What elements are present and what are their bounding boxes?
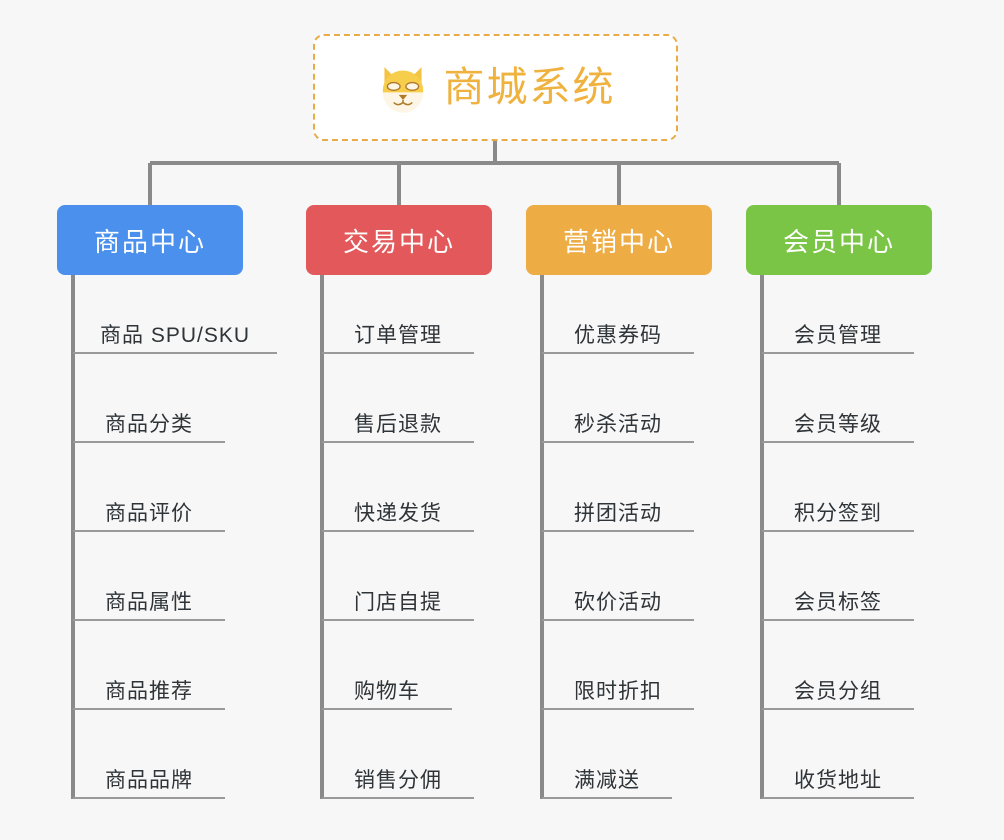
leaf-item-label: 商品 SPU/SKU bbox=[99, 324, 251, 347]
category-header-product-center[interactable]: 商品中心 bbox=[57, 205, 243, 275]
leaf-item-label: 快递发货 bbox=[354, 502, 442, 525]
leaf-item-label: 会员分组 bbox=[794, 680, 882, 703]
leaf-item[interactable]: 会员管理 bbox=[762, 310, 914, 354]
leaf-item-label: 售后退款 bbox=[354, 413, 442, 436]
leaf-item-label: 门店自提 bbox=[354, 591, 442, 614]
category-header-marketing-center[interactable]: 营销中心 bbox=[526, 205, 712, 275]
leaf-item-label: 会员等级 bbox=[794, 413, 882, 436]
leaf-item-label: 砍价活动 bbox=[574, 591, 662, 614]
shiba-dog-face-icon bbox=[382, 66, 423, 113]
category-header-label: 商品中心 bbox=[93, 226, 206, 257]
leaf-item-label: 限时折扣 bbox=[574, 680, 662, 703]
leaf-item-label: 商品分类 bbox=[105, 413, 193, 436]
leaf-item-label: 订单管理 bbox=[354, 324, 442, 347]
leaf-item[interactable]: 门店自提 bbox=[322, 577, 474, 621]
leaf-item-label: 商品评价 bbox=[105, 502, 193, 525]
leaf-item[interactable]: 商品品牌 bbox=[73, 755, 225, 799]
leaf-item[interactable]: 砍价活动 bbox=[542, 577, 694, 621]
leaf-item[interactable]: 商品推荐 bbox=[73, 666, 225, 710]
leaf-item[interactable]: 会员等级 bbox=[762, 399, 914, 443]
leaf-item-label: 会员标签 bbox=[794, 591, 882, 614]
leaf-item[interactable]: 收货地址 bbox=[762, 755, 914, 799]
root-title: 商城系统 bbox=[443, 64, 616, 110]
leaf-item[interactable]: 优惠券码 bbox=[542, 310, 694, 354]
leaf-item[interactable]: 销售分佣 bbox=[322, 755, 474, 799]
leaf-item[interactable]: 商品 SPU/SKU bbox=[73, 310, 277, 354]
leaf-item-label: 满减送 bbox=[574, 769, 640, 792]
leaf-item-label: 商品推荐 bbox=[105, 680, 193, 703]
leaf-item-label: 会员管理 bbox=[794, 324, 882, 347]
leaf-item[interactable]: 售后退款 bbox=[322, 399, 474, 443]
category-header-trade-center[interactable]: 交易中心 bbox=[306, 205, 492, 275]
leaf-item[interactable]: 快递发货 bbox=[322, 488, 474, 532]
leaf-item[interactable]: 拼团活动 bbox=[542, 488, 694, 532]
category-header-label: 会员中心 bbox=[782, 226, 895, 257]
leaf-item-label: 商品属性 bbox=[105, 591, 193, 614]
root-node[interactable]: 商城系统 bbox=[313, 34, 678, 141]
leaf-item[interactable]: 商品属性 bbox=[73, 577, 225, 621]
leaf-item[interactable]: 商品评价 bbox=[73, 488, 225, 532]
category-header-label: 交易中心 bbox=[342, 226, 455, 257]
category-header-member-center[interactable]: 会员中心 bbox=[746, 205, 932, 275]
leaf-item-label: 秒杀活动 bbox=[574, 413, 662, 436]
leaf-item-label: 拼团活动 bbox=[574, 502, 662, 525]
leaf-item[interactable]: 订单管理 bbox=[322, 310, 474, 354]
leaf-item-label: 积分签到 bbox=[794, 502, 882, 525]
leaf-item[interactable]: 限时折扣 bbox=[542, 666, 694, 710]
leaf-item[interactable]: 积分签到 bbox=[762, 488, 914, 532]
leaf-item[interactable]: 秒杀活动 bbox=[542, 399, 694, 443]
leaf-item[interactable]: 会员标签 bbox=[762, 577, 914, 621]
leaf-item[interactable]: 购物车 bbox=[322, 666, 452, 710]
leaf-item-label: 优惠券码 bbox=[574, 324, 662, 347]
leaf-item[interactable]: 满减送 bbox=[542, 755, 672, 799]
leaf-item[interactable]: 商品分类 bbox=[73, 399, 225, 443]
category-header-label: 营销中心 bbox=[562, 226, 675, 257]
leaf-item[interactable]: 会员分组 bbox=[762, 666, 914, 710]
leaf-item-label: 购物车 bbox=[354, 680, 420, 703]
leaf-item-label: 商品品牌 bbox=[105, 769, 193, 792]
leaf-item-label: 销售分佣 bbox=[354, 769, 442, 792]
leaf-item-label: 收货地址 bbox=[794, 769, 882, 792]
